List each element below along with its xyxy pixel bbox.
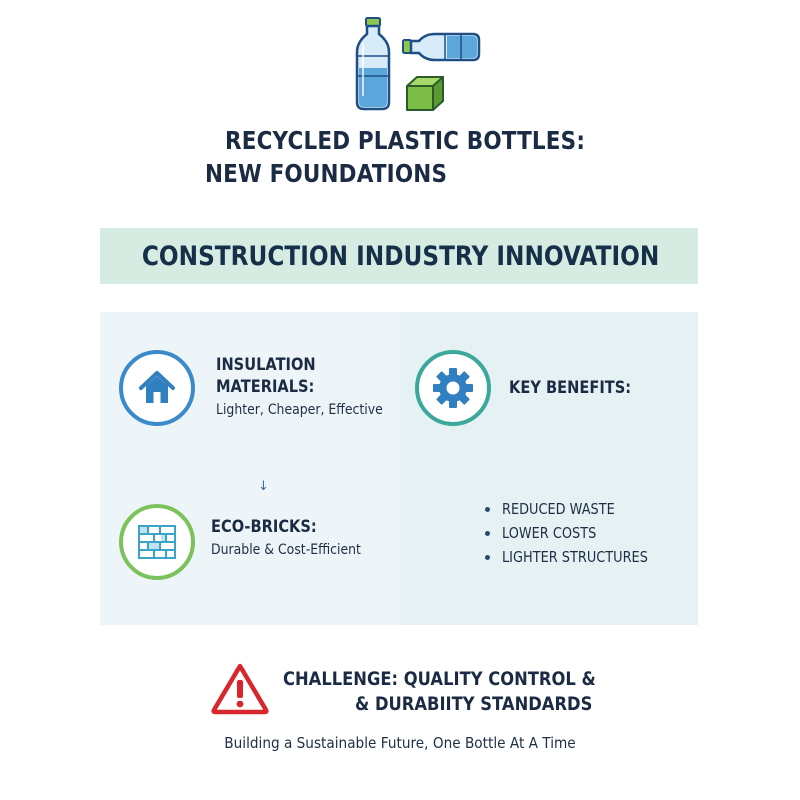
benefits-list: REDUCED WASTE LOWER COSTS LIGHTER STRUCT… [485,497,672,569]
insulation-description: Lighter, Cheaper, Effective [216,402,383,418]
tagline: Building a Sustainable Future, One Bottl… [224,734,576,752]
plastic-bottle-icon [402,32,481,62]
bullet-icon [485,531,490,536]
challenge-heading-line-1: CHALLENGE: QUALITY CONTROL & [283,668,596,690]
water-bottle-icon [355,17,391,111]
list-item: REDUCED WASTE [485,497,672,521]
gear-icon [433,368,473,408]
banner-title: CONSTRUCTION INDUSTRY INNOVATION [141,241,660,272]
benefit-label: LOWER COSTS [502,524,597,542]
list-item: LOWER COSTS [485,521,672,545]
warning-icon [211,663,269,715]
hero-illustration [345,14,485,114]
house-icon-badge [119,350,195,426]
page-title-line-1: RECYCLED PLASTIC BOTTLES: [225,126,586,155]
brick-icon-badge [119,504,195,580]
brick-wall-icon [138,525,176,559]
page-title-line-2: NEW FOUNDATIONS [205,159,448,188]
bullet-icon [485,555,490,560]
insulation-heading-line-2: MATERIALS: [216,377,315,397]
benefit-label: REDUCED WASTE [502,500,615,518]
green-cube-icon [406,76,444,111]
bullet-icon [485,507,490,512]
benefit-label: LIGHTER STRUCTURES [502,548,648,566]
ecobricks-description: Durable & Cost-Efficient [211,542,361,558]
list-item: LIGHTER STRUCTURES [485,545,672,569]
ecobricks-heading: ECO-BRICKS: [211,517,317,537]
house-icon [139,371,175,403]
gear-icon-badge [415,350,491,426]
insulation-heading-line-1: INSULATION [216,355,316,375]
challenge-heading-line-2: & DURABIITY STANDARDS [355,693,593,715]
section-banner: CONSTRUCTION INDUSTRY INNOVATION [100,228,698,284]
down-arrow-icon: ↓ [258,479,269,494]
key-benefits-heading: KEY BENEFITS: [509,378,632,398]
